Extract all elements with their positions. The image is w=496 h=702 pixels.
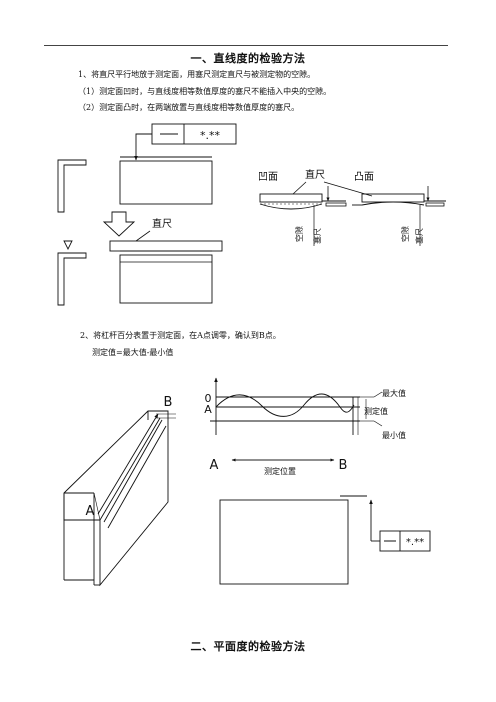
step-1b-text: （2）测定面凸时，在两端放置与直线度相等数值厚度的塞尺。 bbox=[78, 103, 300, 112]
tolerance-frame-1: *.** bbox=[151, 123, 237, 145]
perspective-block bbox=[63, 410, 176, 587]
graph-a-label: A bbox=[210, 458, 219, 473]
workpiece-flat bbox=[219, 499, 349, 585]
step-1a-text: （1）测定面凹时，与直线度相等数值厚度的塞尺不能插入中央的空隙。 bbox=[78, 87, 332, 96]
straightness-diagram: *.** 直尺 凹面 直尺 凸面 bbox=[57, 123, 446, 306]
workpiece-top bbox=[119, 160, 213, 205]
point-b-label: B bbox=[164, 395, 173, 410]
ruler-label-2: 直尺 bbox=[305, 168, 325, 181]
hollow-down-arrow bbox=[102, 211, 136, 237]
triangle-mark bbox=[63, 240, 73, 251]
feeler-label-right: 塞尺 bbox=[414, 228, 424, 244]
gap-label-left-1: 空隙 bbox=[294, 226, 304, 242]
max-value-label: 最大值 bbox=[382, 388, 406, 398]
angle-profile-top bbox=[57, 159, 87, 213]
step-1-text: 1、将直尺平行地放于测定面，用塞尺测定直尺与被测定物的空隙。 bbox=[78, 70, 316, 79]
graph-b-label: B bbox=[339, 458, 348, 473]
section-2-title: 二、平面度的检验方法 bbox=[190, 640, 306, 653]
deviation-graph bbox=[210, 377, 383, 462]
min-value-label: 最小值 bbox=[382, 430, 406, 440]
tolerance-value-1: *.** bbox=[200, 129, 220, 142]
measure-position-label: 测定位置 bbox=[264, 466, 296, 476]
convex-label: 凸面 bbox=[354, 171, 374, 183]
concave-label: 凹面 bbox=[258, 172, 278, 183]
measured-value-label: 测定值 bbox=[364, 406, 388, 416]
straight-edge-ruler bbox=[109, 240, 223, 252]
dial-indicator-diagram: B A 0 A A B 最大值 测定值 最小值 测定位置 bbox=[63, 377, 431, 587]
ruler-label: 直尺 bbox=[152, 217, 172, 230]
formula-text: 测定值=最大值-最小值 bbox=[92, 348, 174, 357]
angle-profile-bottom bbox=[57, 252, 87, 306]
header-rule bbox=[44, 45, 448, 46]
graph-zero-label: 0 bbox=[205, 392, 212, 405]
graph-a-axis-label: A bbox=[204, 403, 212, 416]
gap-label-right: 空隙 bbox=[400, 226, 410, 242]
tolerance-frame-2: *.** bbox=[371, 530, 431, 552]
section-1-title: 一、直线度的检验方法 bbox=[190, 52, 306, 65]
step-2-text: 2、将杠杆百分表置于测定面，在A点调零，确认到B点。 bbox=[80, 331, 281, 340]
feeler-label-left: 塞尺 bbox=[312, 228, 322, 244]
tolerance-value-2: *.** bbox=[406, 537, 424, 548]
workpiece-bottom bbox=[119, 254, 213, 304]
concave-detail: 空隙 塞尺 bbox=[259, 186, 347, 246]
point-a-label: A bbox=[86, 504, 95, 519]
convex-detail: 空隙 塞尺 bbox=[352, 186, 446, 246]
